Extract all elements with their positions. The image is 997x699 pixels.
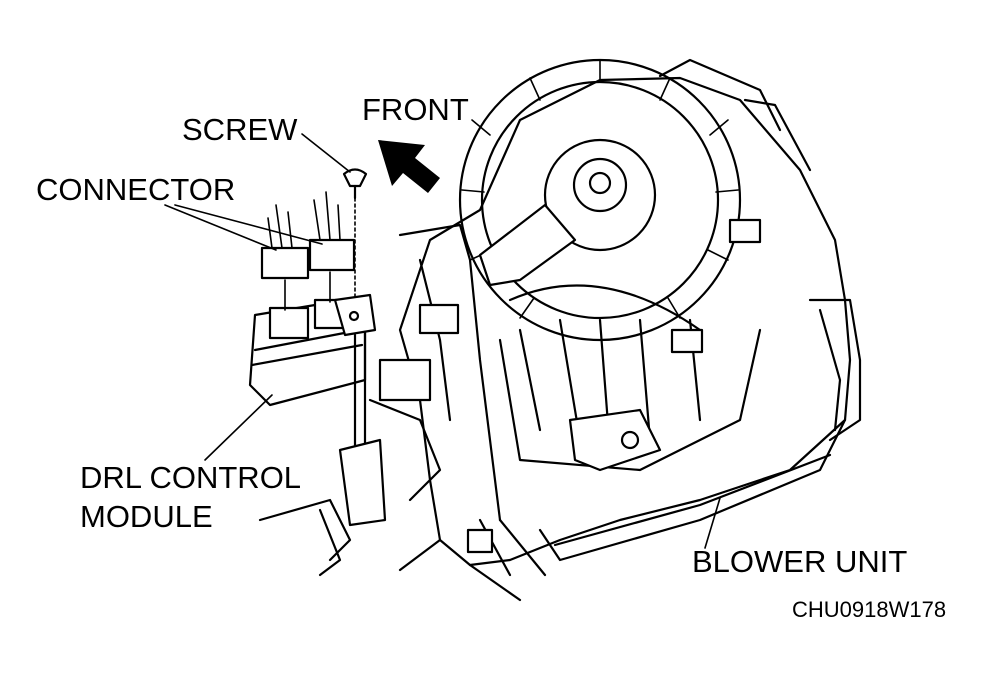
drl-control-module-illustration bbox=[248, 293, 387, 527]
leader-lines bbox=[164, 133, 721, 549]
screw-label: SCREW bbox=[182, 112, 298, 147]
connectors-illustration bbox=[260, 191, 356, 311]
connector-label: CONNECTOR bbox=[36, 172, 235, 207]
front-label: FRONT bbox=[362, 92, 469, 127]
figure-code-label: CHU0918W178 bbox=[792, 597, 946, 622]
drl-control-label-line1: DRL CONTROL bbox=[80, 460, 301, 495]
blower-unit-illustration bbox=[258, 58, 862, 602]
fan-vanes bbox=[461, 59, 739, 319]
front-arrow-icon bbox=[378, 140, 440, 193]
drl-control-label-line2: MODULE bbox=[80, 499, 213, 534]
screw-illustration bbox=[342, 168, 368, 301]
blower-unit-label: BLOWER UNIT bbox=[692, 544, 907, 579]
